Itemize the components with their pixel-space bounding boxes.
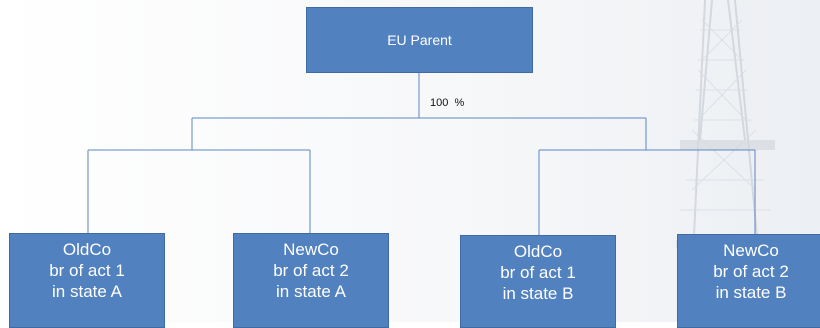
child-line-2: br of act 1 bbox=[49, 261, 125, 280]
oldco-state-b-box: OldCo br of act 1 in state B bbox=[460, 235, 616, 328]
child-line-2: br of act 1 bbox=[500, 263, 576, 282]
eu-parent-label: EU Parent bbox=[387, 32, 452, 48]
child-line-1: OldCo bbox=[513, 242, 563, 261]
child-line-3: in state A bbox=[52, 282, 122, 301]
child-line-3: in state B bbox=[715, 283, 787, 302]
child-line-1: NewCo bbox=[723, 241, 779, 260]
newco-state-a-box: NewCo br of act 2 in state A bbox=[233, 233, 389, 328]
child-line-1: NewCo bbox=[283, 240, 339, 259]
child-line-1: OldCo bbox=[62, 240, 112, 259]
child-line-3: in state A bbox=[276, 282, 346, 301]
oldco-state-a-box: OldCo br of act 1 in state A bbox=[9, 233, 165, 328]
child-line-2: br of act 2 bbox=[273, 261, 349, 280]
newco-state-b-box: NewCo br of act 2 in state B bbox=[677, 234, 820, 328]
child-line-3: in state B bbox=[502, 284, 574, 303]
child-line-2: br of act 2 bbox=[713, 262, 789, 281]
eu-parent-box: EU Parent bbox=[306, 7, 533, 73]
ownership-percentage-label: 100 % bbox=[430, 97, 465, 109]
